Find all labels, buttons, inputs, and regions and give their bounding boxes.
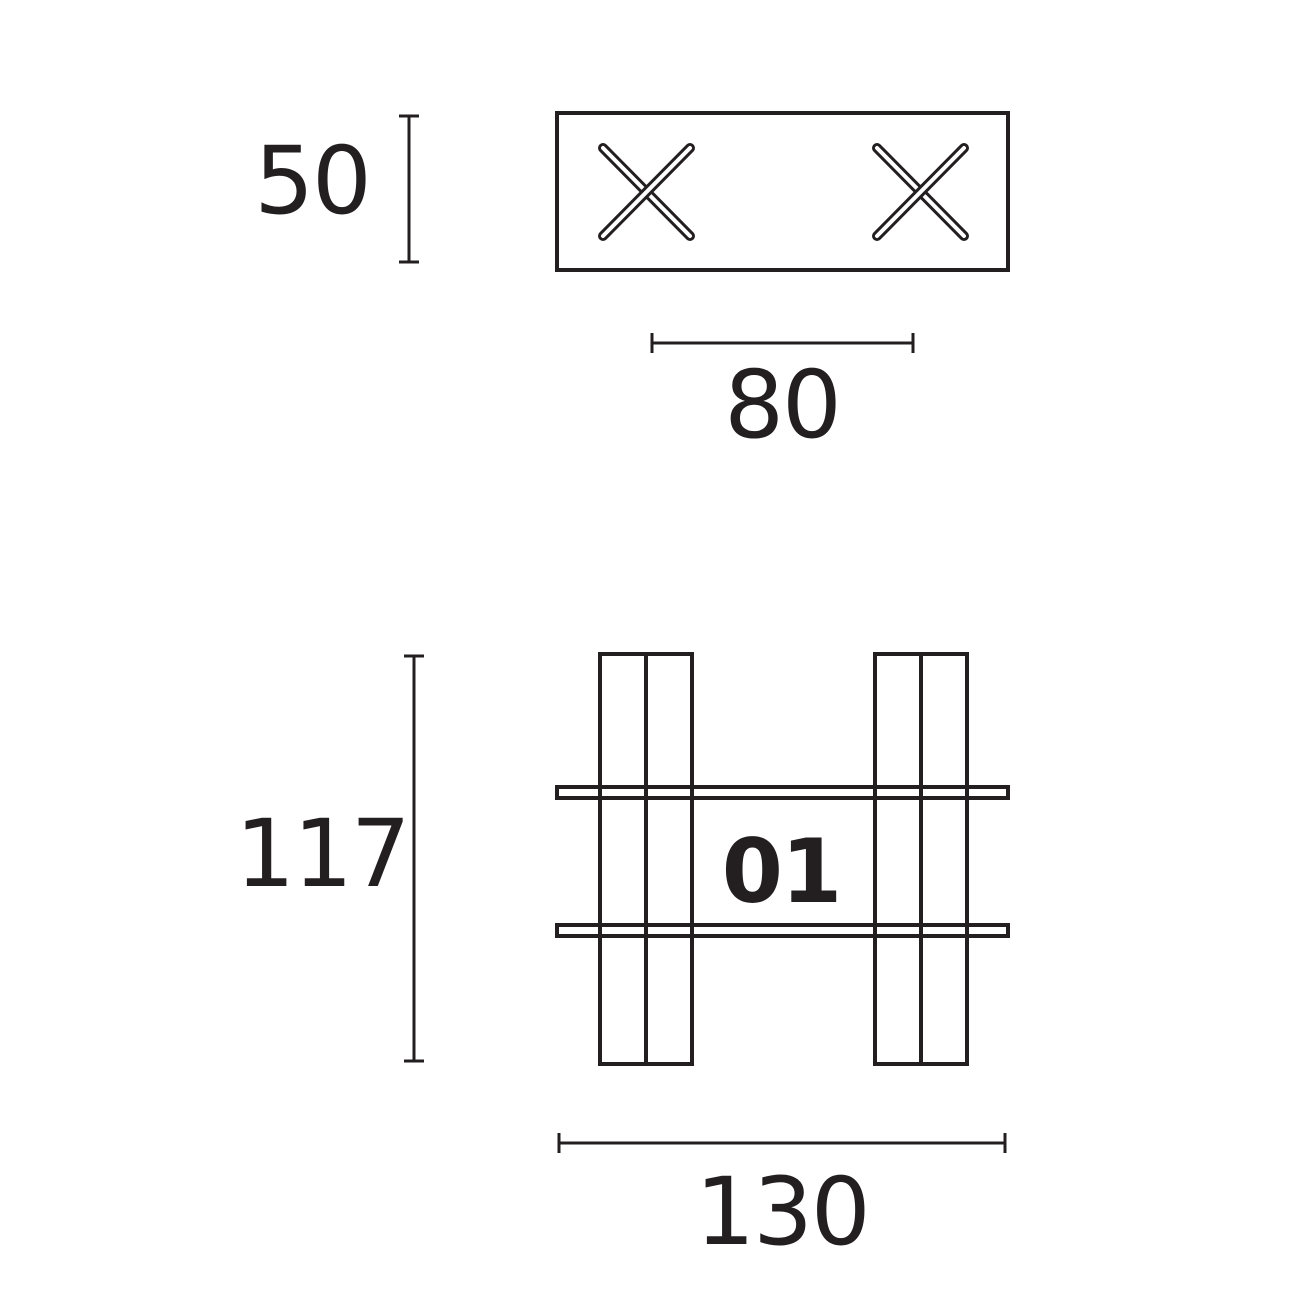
width-label: 130 — [695, 1158, 868, 1267]
right-leg — [873, 652, 969, 1066]
width-dimension-line — [557, 1133, 1007, 1153]
length-dimension-line — [650, 333, 915, 353]
top-view: 50 80 — [254, 111, 1010, 460]
depth-label: 50 — [254, 127, 370, 236]
x-leg-right — [872, 143, 969, 241]
upper-shelf — [555, 785, 1010, 800]
length-label: 80 — [724, 351, 840, 460]
x-leg-left — [598, 143, 695, 241]
top-view-outline — [555, 111, 1010, 272]
height-dimension-line — [404, 654, 424, 1063]
height-label: 117 — [235, 800, 408, 909]
depth-dimension-line — [399, 114, 419, 264]
left-leg — [598, 652, 694, 1066]
front-view: 117 01 — [235, 652, 1010, 1267]
lower-shelf — [555, 923, 1010, 938]
model-label: 01 — [722, 820, 840, 923]
